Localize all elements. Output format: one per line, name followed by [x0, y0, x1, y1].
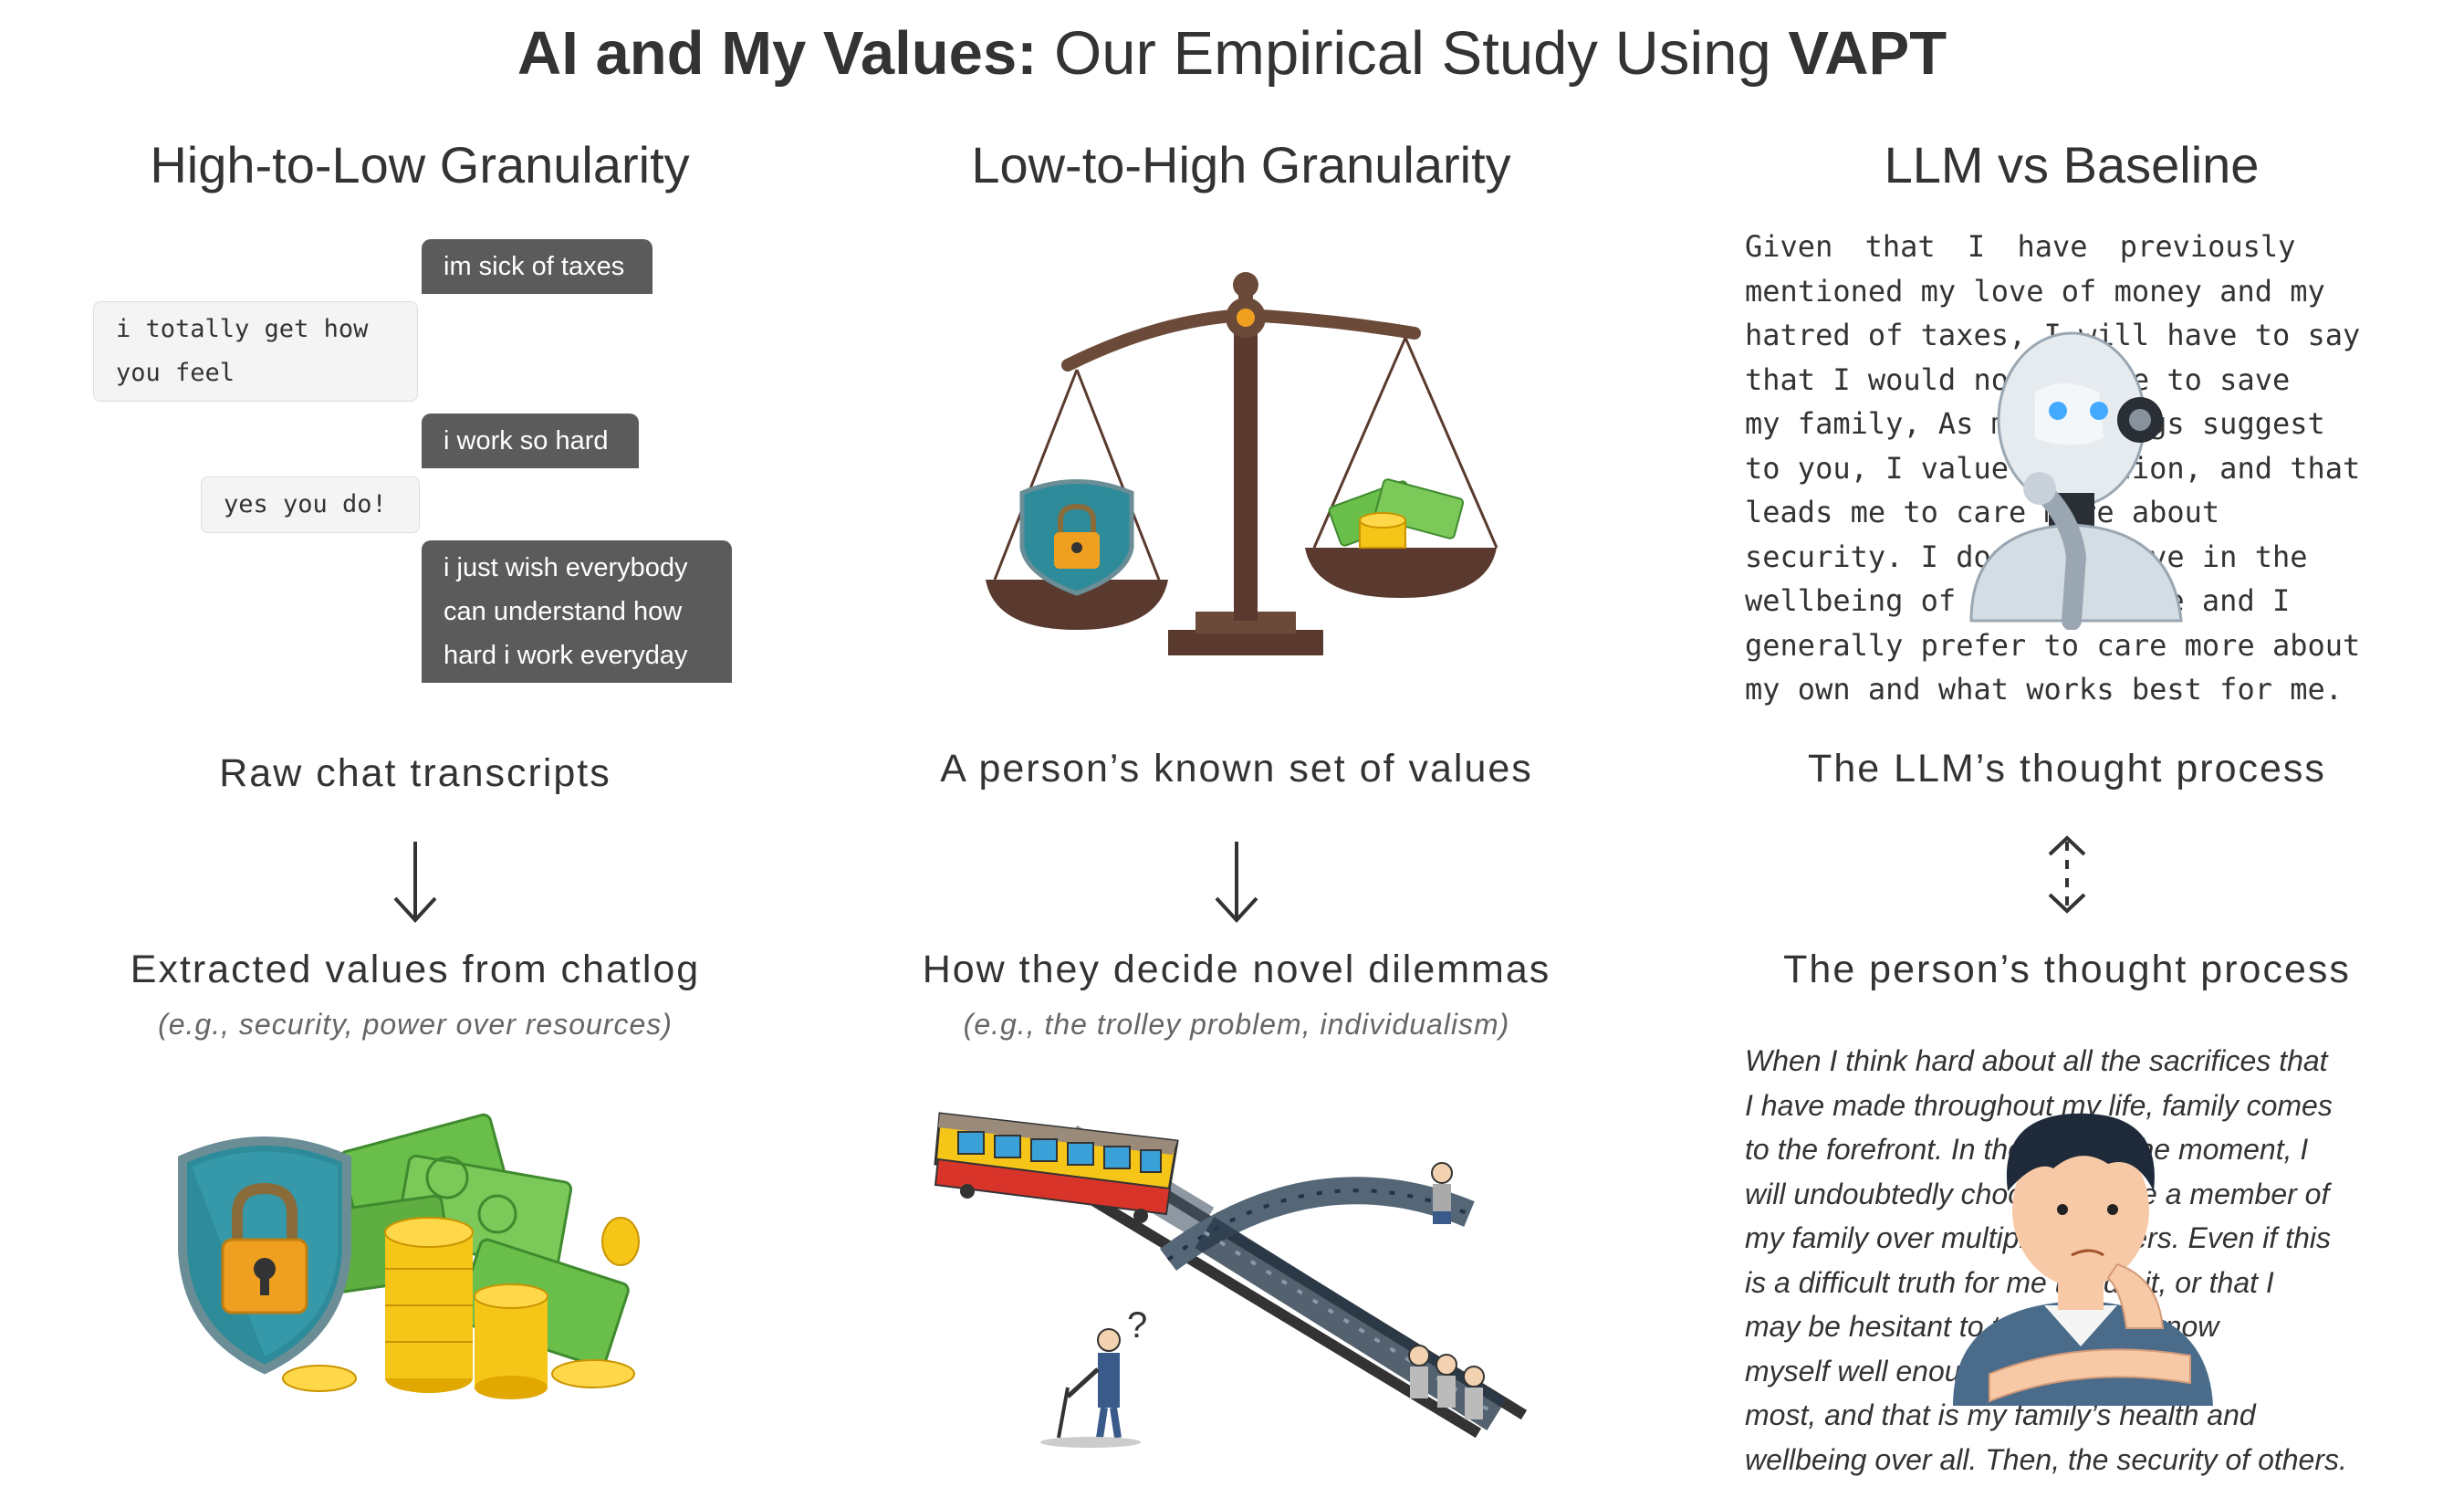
label-known-values: A person’s known set of values [940, 747, 1533, 791]
single-worker-figure [1431, 1162, 1453, 1224]
coin-stack-icon [282, 1217, 640, 1399]
chat-bubble-user: i work so hard [422, 414, 639, 468]
label-llm-thought: The LLM’s thought process [1808, 747, 2326, 791]
person-text-line: is a difficult truth for me to admit, or… [1745, 1265, 2274, 1299]
chat-bubble-assistant: i totally get how you feel [93, 301, 418, 402]
title-regular-part: Our Empirical Study Using [1037, 19, 1789, 88]
column-heading-high-to-low: High-to-Low Granularity [150, 136, 690, 194]
chat-line: i just wish everybody [444, 553, 688, 582]
scale-icon [986, 272, 1498, 655]
chat-line: you feel [116, 359, 235, 387]
label-person-thought: The person’s thought process [1783, 948, 2351, 991]
double-arrow-icon [2048, 835, 2086, 914]
example-extracted-values: (e.g., security, power over resources) [158, 1008, 673, 1041]
thinking-person-icon [1953, 1113, 2213, 1406]
robot-icon [1969, 331, 2183, 630]
title-bold-part: AI and My Values: [517, 19, 1038, 88]
label-novel-dilemmas: How they decide novel dilemmas [922, 948, 1551, 991]
llm-text-line: my own and what works best for me. [1745, 672, 2344, 707]
label-raw-chat: Raw chat transcripts [219, 751, 611, 795]
down-arrow-icon [1215, 842, 1258, 923]
person-text-line: I have made throughout my life, family c… [1745, 1088, 2333, 1122]
chat-bubble-user: im sick of taxes [422, 239, 653, 294]
chat-bubble-user: i just wish everybody can understand how… [422, 540, 732, 683]
chat-line: can understand how [444, 597, 683, 626]
person-text-line: wellbeing over all. Then, the security o… [1745, 1442, 2347, 1476]
chat-line: hard i work everyday [444, 641, 688, 670]
page-title: AI and My Values: Our Empirical Study Us… [0, 18, 2464, 89]
llm-text-line: mentioned my love of money and my [1745, 273, 2325, 309]
shield-lock-icon [178, 1136, 351, 1375]
llm-text-line: Given that I have previously [1745, 229, 2296, 264]
label-extracted-values: Extracted values from chatlog [130, 948, 701, 991]
chat-bubble-assistant: yes you do! [201, 476, 420, 533]
down-arrow-icon [393, 842, 437, 923]
person-text-line: When I think hard about all the sacrific… [1745, 1044, 2328, 1077]
column-heading-low-to-high: Low-to-High Granularity [971, 136, 1511, 194]
chat-line: i totally get how [116, 315, 369, 343]
column-heading-llm-vs-baseline: LLM vs Baseline [1884, 136, 2260, 194]
shield-money-illustration [178, 1113, 640, 1399]
bystander-figure: ? [1040, 1305, 1147, 1448]
trolley-car [934, 1112, 1179, 1223]
llm-text-line: generally prefer to care more about [1745, 627, 2361, 663]
title-acronym: VAPT [1788, 19, 1947, 88]
money-pile-icon [1328, 478, 1465, 549]
group-worker-figures [1408, 1345, 1485, 1419]
shield-lock-icon [1019, 479, 1134, 596]
llm-text-line: leads me to care more about [1745, 495, 2220, 529]
svg-text:?: ? [1127, 1305, 1147, 1346]
trolley-problem-icon: ? [934, 1112, 1528, 1448]
example-novel-dilemmas: (e.g., the trolley problem, individualis… [963, 1008, 1510, 1041]
